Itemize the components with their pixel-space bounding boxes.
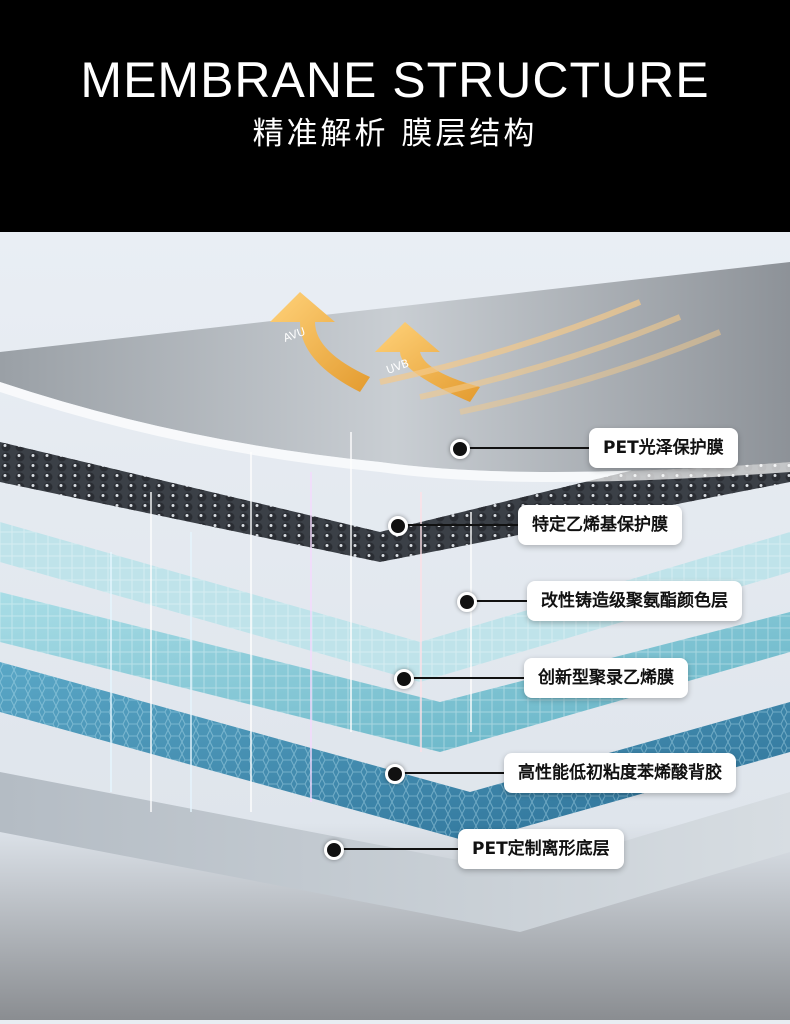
leader-line-3 xyxy=(470,600,540,602)
marker-dot-1 xyxy=(450,439,470,459)
leader-line-1 xyxy=(463,447,589,449)
leader-line-2 xyxy=(402,524,530,526)
gloss-edge xyxy=(0,382,790,482)
layer-vinyl-texture xyxy=(0,432,790,562)
marker-dot-3 xyxy=(457,592,477,612)
label-pet-release: PET定制离形底层 xyxy=(458,829,624,869)
header-banner: MEMBRANE STRUCTURE 精准解析 膜层结构 xyxy=(0,0,790,232)
layers-graphic: AVU UVB xyxy=(0,232,790,1020)
label-color-layer: 改性铸造级聚氨酯颜色层 xyxy=(527,581,742,621)
light-rays xyxy=(110,432,472,812)
label-pvc-film: 创新型聚录乙烯膜 xyxy=(524,658,688,698)
uv-arrows xyxy=(270,292,722,415)
marker-dot-6 xyxy=(324,840,344,860)
layer-pet-gloss xyxy=(0,262,790,472)
label-vinyl: 特定乙烯基保护膜 xyxy=(518,505,682,545)
label-pet-gloss: PET光泽保护膜 xyxy=(589,428,738,468)
marker-dot-2 xyxy=(388,516,408,536)
layer-adhesive-texture xyxy=(0,662,790,842)
marker-dot-4 xyxy=(394,669,414,689)
leader-line-5 xyxy=(398,772,508,774)
label-adhesive: 高性能低初粘度苯烯酸背胶 xyxy=(504,753,736,793)
leader-line-4 xyxy=(407,677,530,679)
leader-line-6 xyxy=(337,848,465,850)
membrane-illustration: AVU UVB PET光泽保护膜 特定乙烯基保护膜 改性铸造级聚氨酯颜色层 创新… xyxy=(0,232,790,1020)
marker-dot-5 xyxy=(385,764,405,784)
layer-pet-release xyxy=(0,772,790,932)
page-title: MEMBRANE STRUCTURE xyxy=(80,52,710,108)
page-subtitle: 精准解析 膜层结构 xyxy=(252,116,538,152)
